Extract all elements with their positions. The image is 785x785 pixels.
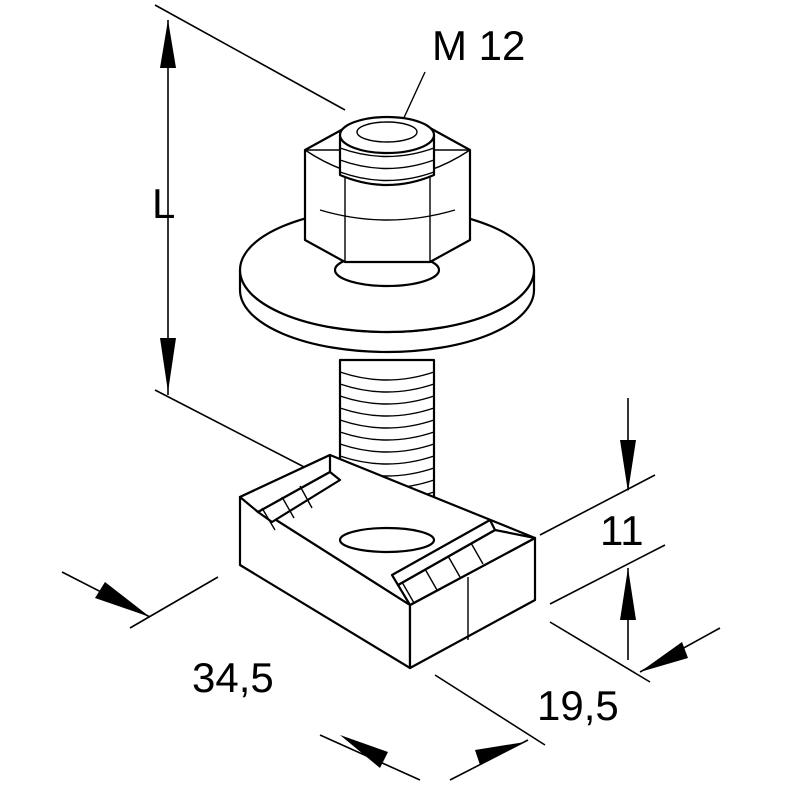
width-dimension: 34,5 bbox=[61, 571, 274, 701]
length-arrow-top bbox=[160, 20, 176, 68]
depth-arrow-left bbox=[340, 735, 388, 768]
length-label: L bbox=[152, 180, 175, 227]
depth-arrow-far bbox=[640, 642, 688, 672]
width-label: 34,5 bbox=[192, 654, 274, 701]
height-arrow-bottom bbox=[620, 568, 636, 620]
length-dimension: L bbox=[152, 4, 346, 471]
depth-arrow-right bbox=[475, 742, 525, 765]
depth-dimension: 19,5 bbox=[319, 621, 721, 781]
depth-label: 19,5 bbox=[537, 682, 619, 729]
height-dimension: 11 bbox=[539, 398, 666, 660]
bolt-tip bbox=[338, 115, 436, 187]
thread-callout: M 12 bbox=[401, 22, 525, 123]
width-arrow bbox=[95, 582, 150, 617]
thread-label: M 12 bbox=[432, 22, 525, 69]
tip-threads bbox=[339, 147, 435, 182]
height-label: 11 bbox=[600, 507, 644, 554]
nut-teeth bbox=[261, 485, 484, 604]
channel-nut bbox=[238, 453, 537, 670]
height-arrow-top bbox=[620, 440, 636, 492]
length-arrow-bottom bbox=[160, 338, 176, 392]
